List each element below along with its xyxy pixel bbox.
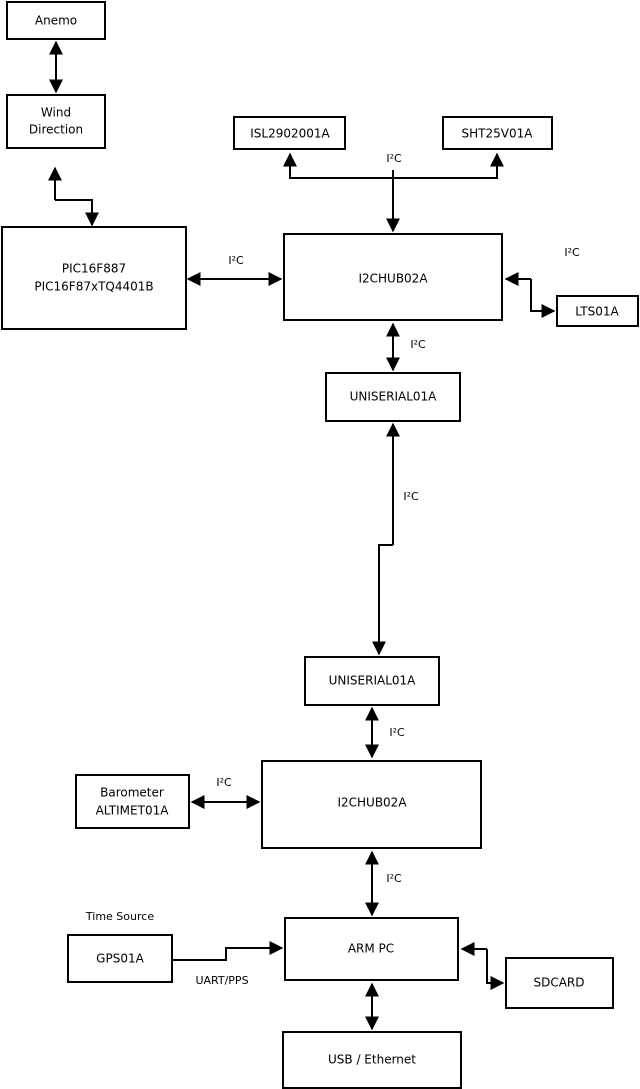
arrow-down-to-uniserial-bot [372, 544, 393, 656]
node-usb-ethernet[interactable]: USB / Ethernet [282, 1031, 462, 1089]
node-sdcard[interactable]: SDCARD [505, 957, 614, 1009]
node-isl2902001a-label: ISL2902001A [250, 127, 330, 141]
node-gps01a-box[interactable] [67, 934, 173, 983]
node-uniserial01a-bottom-label: UNISERIAL01A [329, 674, 417, 688]
connector-armpc-sdcard [460, 942, 505, 990]
node-barometer-label-line1: Barometer [100, 786, 164, 800]
arrow-right-to-armpc [172, 941, 284, 961]
arrow-down-to-pic [55, 199, 99, 227]
edge-label-i2c: I²C [386, 152, 402, 165]
node-i2chub02a-top[interactable]: I2CHUB02A [283, 233, 503, 321]
node-wind-direction[interactable]: Wind Direction [6, 94, 106, 149]
node-arm-pc-box[interactable] [284, 917, 459, 981]
node-wind-direction-label-line2: Direction [29, 123, 83, 137]
connector-hub-top-sensors: I²C [283, 152, 504, 233]
node-isl2902001a[interactable]: ISL2902001A [233, 116, 346, 150]
node-uniserial01a-top-box[interactable] [325, 372, 461, 422]
arrow-to-sht [393, 152, 504, 179]
node-lts01a-label: LTS01A [575, 305, 619, 319]
connector-hub-top-uniserial-top: I²C [386, 322, 426, 372]
node-uniserial01a-top[interactable]: UNISERIAL01A [325, 372, 461, 422]
node-lts01a-box[interactable] [556, 295, 639, 327]
arrow-right-to-lts [530, 279, 556, 318]
node-pic-mcu-label-line2: PIC16F87xTQ4401B [34, 280, 153, 294]
node-pic-mcu-box[interactable] [1, 226, 187, 330]
node-i2chub02a-bottom-box[interactable] [261, 760, 482, 849]
node-uniserial01a-bottom-box[interactable] [304, 656, 440, 706]
node-anemo-box[interactable] [6, 1, 106, 40]
edge-label-uart-pps: UART/PPS [195, 974, 248, 987]
edge-label-i2c: I²C [410, 338, 426, 351]
connector-wind-pic [48, 166, 99, 227]
arrow-right-to-sdcard [486, 949, 505, 990]
connector-pic-hub-top: I²C [186, 254, 283, 286]
edge-label-i2c: I²C [228, 254, 244, 267]
node-arm-pc-label: ARM PC [348, 942, 394, 956]
connector-baro-hub-bot: I²C [190, 776, 261, 809]
node-arm-pc[interactable]: ARM PC [284, 917, 459, 981]
node-pic-mcu-label-line1: PIC16F887 [62, 262, 126, 276]
node-i2chub02a-top-label: I2CHUB02A [358, 272, 428, 286]
connector-gps-armpc: UART/PPS [172, 941, 284, 987]
node-sdcard-label: SDCARD [533, 976, 584, 990]
edge-label-i2c: I²C [403, 490, 419, 503]
edge-label-i2c: I²C [386, 872, 402, 885]
connector-uniserial-top-uniserial-bot: I²C [372, 422, 419, 656]
label-time-source: Time Source [85, 910, 154, 923]
node-anemo[interactable]: Anemo [6, 1, 106, 40]
node-lts01a[interactable]: LTS01A [556, 295, 639, 327]
node-i2chub02a-bottom[interactable]: I2CHUB02A [261, 760, 482, 849]
connector-uniserial-bot-hub-bot: I²C [365, 706, 405, 759]
node-sht25v01a-box[interactable] [442, 116, 553, 150]
node-wind-direction-label-line1: Wind [41, 106, 71, 120]
node-anemo-label: Anemo [35, 14, 77, 28]
node-sdcard-box[interactable] [505, 957, 614, 1009]
node-isl2902001a-box[interactable] [233, 116, 346, 150]
edge-label-i2c: I²C [389, 726, 405, 739]
arrow-to-isl [283, 152, 394, 231]
connector-hub-bot-armpc: I²C [365, 850, 402, 917]
node-usb-ethernet-box[interactable] [282, 1031, 462, 1089]
node-i2chub02a-top-box[interactable] [283, 233, 503, 321]
edge-label-i2c: I²C [564, 246, 580, 259]
node-i2chub02a-bottom-label: I2CHUB02A [337, 796, 407, 810]
node-usb-ethernet-label: USB / Ethernet [328, 1053, 416, 1067]
connector-hub-top-lts: I²C [504, 246, 580, 318]
node-gps01a-label: GPS01A [96, 952, 144, 966]
node-gps01a[interactable]: GPS01A [67, 934, 173, 983]
node-sht25v01a[interactable]: SHT25V01A [442, 116, 553, 150]
node-uniserial01a-top-label: UNISERIAL01A [350, 390, 438, 404]
node-barometer[interactable]: Barometer ALTIMET01A [75, 774, 190, 829]
node-barometer-box[interactable] [75, 774, 190, 829]
node-wind-direction-box[interactable] [6, 94, 106, 149]
node-barometer-label-line2: ALTIMET01A [96, 804, 170, 818]
node-uniserial01a-bottom[interactable]: UNISERIAL01A [304, 656, 440, 706]
edge-label-i2c: I²C [216, 776, 232, 789]
node-pic-mcu[interactable]: PIC16F887 PIC16F87xTQ4401B [1, 226, 187, 330]
node-sht25v01a-label: SHT25V01A [462, 127, 534, 141]
